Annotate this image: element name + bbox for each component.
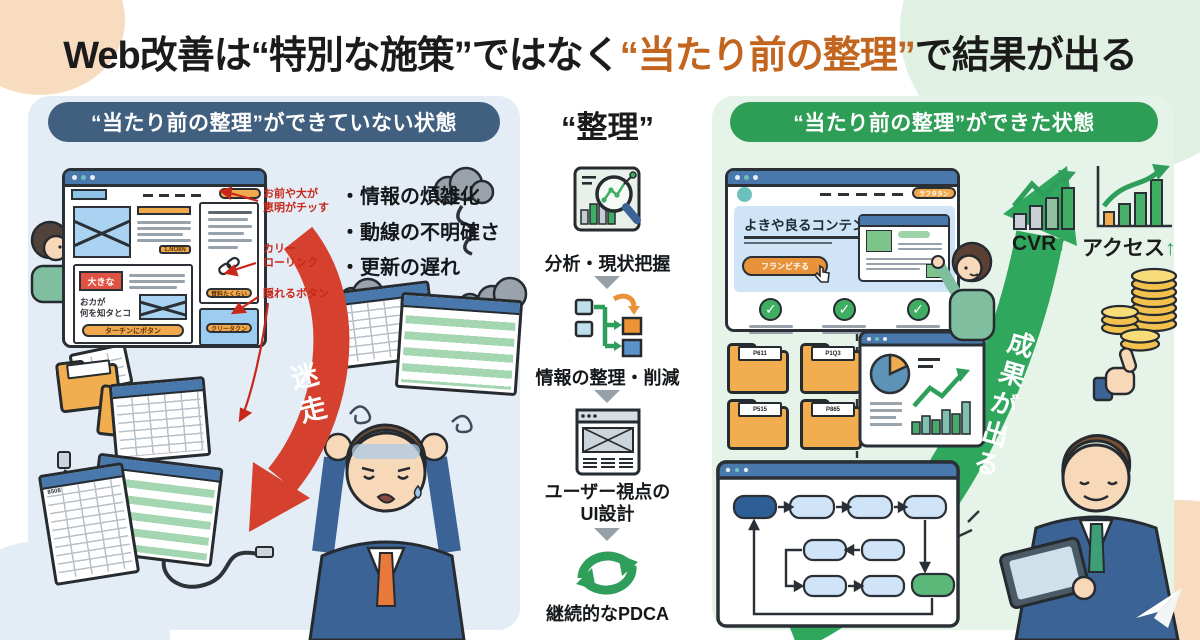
step2-label: 情報の整理・削減 (535, 368, 680, 388)
annotation-2: カリー ローリンク (263, 243, 318, 269)
folder-label: P611 (738, 346, 782, 361)
folder-label: P865 (811, 402, 855, 417)
image-placeholder (73, 206, 131, 258)
title-part2: で結果が出る (914, 35, 1138, 77)
title-part1: Web改善は“特別な施策”ではなく (63, 35, 621, 77)
hero-cta-button: フランビチる (742, 256, 828, 276)
annotation-3: 隠れるボタン (263, 288, 329, 300)
pdca-cycle-icon (576, 551, 638, 595)
menu-dash (143, 194, 153, 197)
big-red-box: 大きな (79, 271, 123, 291)
nav-pill-button: ラフタタン (912, 187, 956, 199)
right-header-pill: “当たり前の整理”ができた状態 (730, 102, 1158, 142)
left-header-pill: “当たり前の整理”ができていない状態 (48, 102, 500, 142)
wireframe-icon (575, 408, 641, 476)
problem-list: ・情報の煩雑化 ・動線の不明確さ ・更新の遅れ (340, 180, 500, 287)
menu-dash (191, 194, 201, 197)
menu-dash (838, 193, 849, 196)
folder-icon: P515 (727, 399, 789, 450)
logo-placeholder (71, 189, 107, 200)
pointing-woman (931, 241, 996, 342)
cursor-hand-icon (814, 264, 830, 283)
down-arrow-icon (594, 390, 620, 403)
cta-button: ターチンにボタン (82, 324, 184, 337)
paper-plane-icon (1136, 588, 1182, 628)
article-caption: おカが 何を知タとコ (80, 297, 132, 319)
right-header-text: “当たり前の整理”ができた状態 (793, 112, 1095, 135)
thumbs-up-icon (1092, 348, 1138, 402)
feature-checks: ✓ ✓ ✓ (734, 298, 955, 334)
step3-label: ユーザー視点の UI設計 (544, 482, 671, 524)
menu-dash (892, 193, 903, 196)
sidebar-box: 資料たくらい (199, 202, 259, 304)
step4-label: 継続的なPDCA (545, 604, 669, 624)
up-arrow-icon: ↑ (1164, 237, 1176, 260)
content-bar (137, 206, 191, 215)
metric-name: アクセス (1082, 237, 1165, 260)
access-chart-icon (1096, 164, 1172, 228)
browser-titlebar (65, 171, 264, 187)
banner-tag: クリータクン (206, 323, 252, 333)
menu-dash (175, 194, 185, 197)
analysis-icon (573, 166, 641, 232)
check-icon: ✓ (906, 298, 930, 321)
logo-circle (737, 187, 752, 202)
coins-icon (1100, 267, 1178, 352)
metric-access: アクセス↑ (1082, 232, 1175, 262)
article-box: 大きな おカが 何を知タとコ ターチンにボタン (73, 264, 193, 344)
window-dot (81, 175, 86, 180)
menu-dash (159, 194, 169, 197)
check-icon: ✓ (832, 298, 856, 321)
left-header-text: “当たり前の整理”ができていない状態 (91, 112, 457, 135)
image-placeholder (139, 294, 187, 320)
flowchart-card (716, 460, 960, 628)
problem-item: ・情報の煩雑化 (340, 186, 480, 208)
sidebar-tag: 資料たくらい (206, 288, 252, 298)
scribble (451, 414, 473, 434)
folder-icon: P611 (727, 343, 789, 394)
folder-icon: P1Q3 (800, 343, 862, 394)
window-dot (735, 175, 740, 180)
window-dot (90, 175, 95, 180)
stressed-man (308, 423, 466, 640)
folder-label: P1Q3 (811, 346, 855, 361)
step1-label: 分析・現状把握 (544, 254, 671, 274)
hero-section: よきや良るコンテント フランビチる (734, 206, 955, 292)
title-highlight: “当たり前の整理” (619, 35, 916, 77)
clean-website-mockup: ラフタタン よきや良るコンテント フランビチる (725, 168, 960, 334)
cvr-chart-icon (1012, 170, 1076, 230)
page-title: Web改善は“特別な施策”ではなく“当たり前の整理”で結果が出る (0, 24, 1200, 79)
menu-dash (874, 193, 885, 196)
metric-name: CVR (1012, 232, 1057, 255)
window-dot (753, 175, 758, 180)
nav-button (219, 188, 261, 199)
storm-cloud-icon (433, 166, 495, 205)
menu-dash (820, 193, 831, 196)
window-dot (744, 175, 749, 180)
browser-titlebar (728, 171, 957, 187)
sort-icon (574, 293, 643, 358)
scribble (348, 405, 372, 425)
folder-icon: P865 (800, 399, 862, 450)
annotation-1: お前や大が 恵明がチッす (263, 188, 329, 214)
down-arrow-icon (594, 276, 620, 289)
check-icon: ✓ (759, 298, 783, 321)
analytics-card (858, 330, 986, 448)
metric-cvr: CVR↑ (1012, 232, 1067, 256)
problem-item: ・動線の不明確さ (340, 221, 500, 244)
banner-box: クリータクン (199, 308, 259, 346)
menu-dash (856, 193, 867, 196)
folder-label: P515 (738, 402, 782, 417)
hero-headline: よきや良るコンテント (744, 218, 879, 233)
down-arrow-icon (594, 528, 620, 541)
window-dot (72, 175, 77, 180)
up-arrow-icon: ↑ (1056, 232, 1067, 255)
promo-tag: 1.NO8N (159, 245, 191, 254)
cluttered-website-mockup: 1.NO8N 資料たくらい 大きな (62, 168, 267, 348)
problem-item: ・更新の遅れ (340, 257, 460, 280)
tablet-man (999, 434, 1180, 640)
center-title: “整理” (561, 110, 654, 145)
